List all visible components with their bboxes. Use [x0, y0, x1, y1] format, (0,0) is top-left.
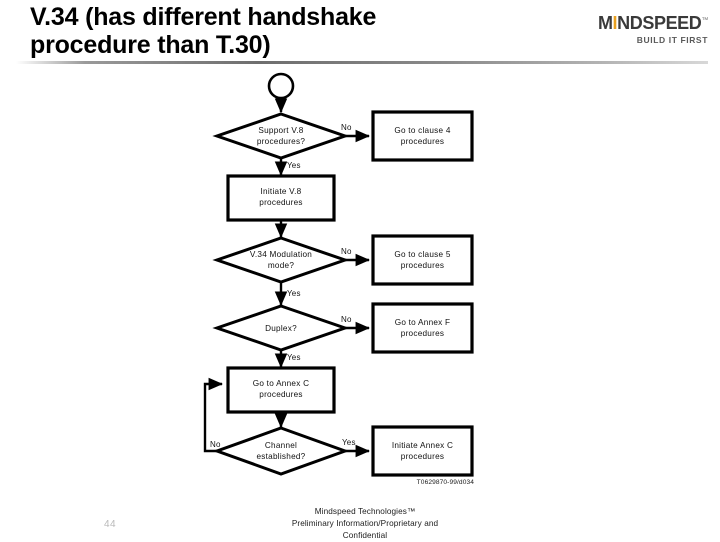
process-initiate-annex-c-label-line1: Initiate Annex C — [392, 441, 453, 450]
edge-label-d1-no: No — [341, 123, 352, 132]
page-number: 44 — [104, 519, 117, 530]
brand-letter-i-accent: I — [612, 13, 618, 33]
mindspeed-logo: MINDSPEED™ BUILD IT FIRST — [580, 14, 708, 45]
process-go-to-annex-c-label-line2: procedures — [259, 390, 302, 399]
edge-label-d2-yes: Yes — [287, 289, 301, 298]
edge-label-d4-no: No — [210, 440, 221, 449]
brand-tagline: BUILD IT FIRST — [636, 35, 708, 45]
process-initiate-v8 — [226, 174, 336, 222]
edge-label-d1-yes: Yes — [287, 161, 301, 170]
edge-label-d4-yes: Yes — [342, 438, 356, 447]
process-go-to-clause-5 — [371, 234, 474, 286]
process-initiate-annex-c — [371, 425, 474, 477]
trademark-symbol: ™ — [701, 17, 708, 24]
edge-label-d3-no: No — [341, 315, 352, 324]
decision-v34-modulation-mode-label-line2: mode? — [268, 261, 294, 270]
process-go-to-annex-f-label-line2: procedures — [401, 329, 444, 338]
decision-support-v8 — [212, 112, 350, 160]
figure-reference-tag: T0629870-99/d034 — [417, 479, 475, 486]
edge-label-d3-yes: Yes — [287, 353, 301, 362]
page-title-line-2: procedure than T.30) — [30, 31, 271, 59]
process-initiate-annex-c-label-line2: procedures — [401, 452, 444, 461]
process-go-to-clause-4-label-line1: Go to clause 4 — [394, 126, 450, 135]
process-go-to-annex-f-label-line1: Go to Annex F — [395, 318, 451, 327]
footer-line-3: Confidential — [342, 530, 388, 540]
brand-letters-rest: NDSPEED — [617, 13, 702, 33]
process-go-to-clause-4-label-line2: procedures — [401, 137, 444, 146]
process-go-to-clause-5-label-line2: procedures — [401, 261, 444, 270]
title-divider-rule — [16, 61, 708, 64]
process-go-to-annex-c-label-line1: Go to Annex C — [253, 379, 310, 388]
process-go-to-clause-5-label-line1: Go to clause 5 — [394, 250, 450, 259]
decision-support-v8-label-line1: Support V.8 — [258, 126, 303, 135]
process-initiate-v8-label-line1: Initiate V.8 — [261, 187, 302, 196]
process-go-to-annex-f — [371, 302, 474, 354]
edge-d4-no-loopback — [203, 377, 223, 453]
brand-letter-m: M — [597, 13, 613, 33]
footer-line-1: Mindspeed Technologies™ — [314, 507, 416, 516]
decision-v34-modulation-mode — [212, 236, 350, 284]
footer-line-2: Preliminary Information/Proprietary and — [291, 518, 439, 528]
flow-start-node — [267, 72, 295, 100]
process-initiate-v8-label-line2: procedures — [259, 198, 302, 207]
v34-handshake-flowchart: Support V.8 procedures? No Go to clause … — [0, 66, 720, 491]
process-go-to-clause-4 — [371, 110, 474, 162]
decision-duplex-label: Duplex? — [265, 324, 297, 333]
process-go-to-annex-c — [226, 366, 336, 414]
edge-label-d2-no: No — [341, 247, 352, 256]
page-title-line-1: V.34 (has different handshake — [30, 3, 377, 31]
decision-channel-established-label-line1: Channel — [265, 441, 297, 450]
decision-v34-modulation-mode-label-line1: V.34 Modulation — [250, 250, 312, 259]
decision-channel-established — [212, 426, 350, 476]
footer-confidentiality-note: Mindspeed Technologies™ Preliminary Info… — [240, 506, 490, 542]
page-title: V.34 (has different handshake procedure … — [30, 3, 550, 59]
brand-wordmark: MINDSPEED™ — [580, 14, 708, 32]
decision-channel-established-label-line2: established? — [257, 452, 306, 461]
decision-support-v8-label-line2: procedures? — [257, 137, 305, 146]
